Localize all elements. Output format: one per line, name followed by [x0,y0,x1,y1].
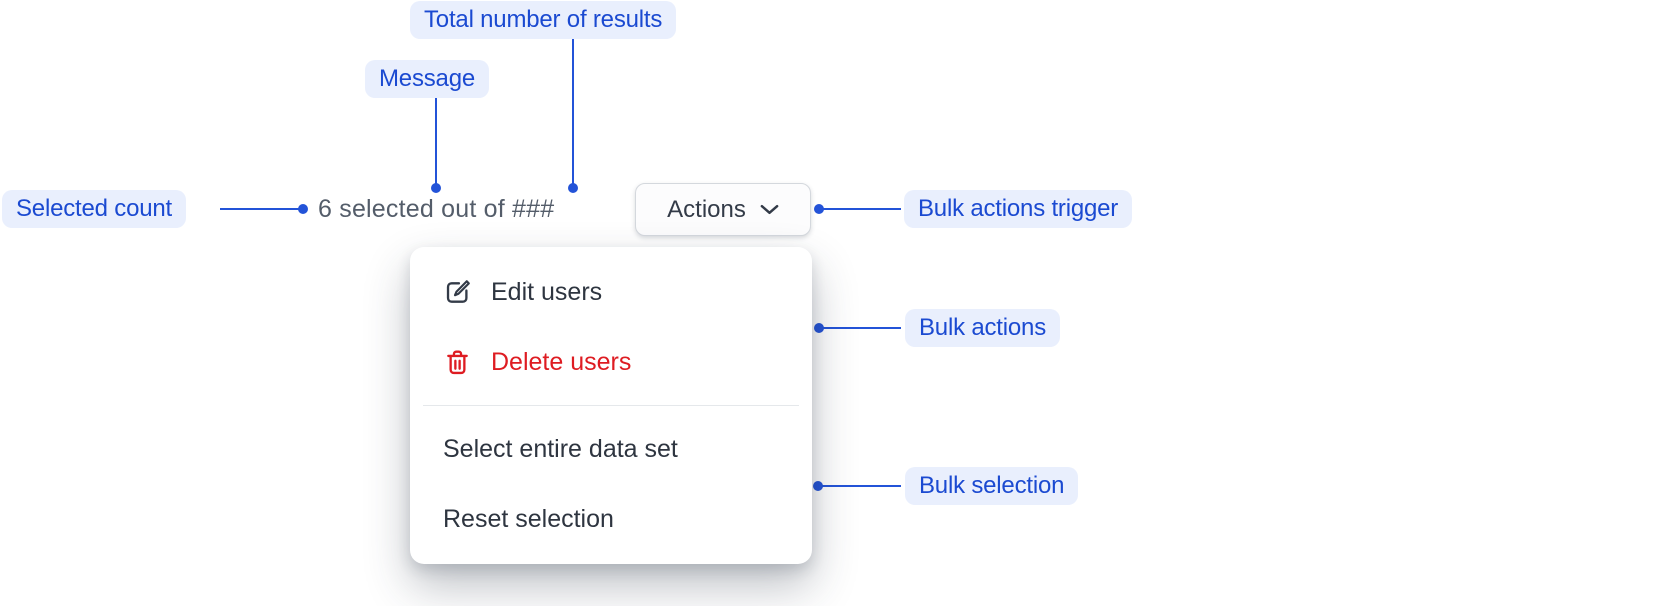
connector-dot-total-results [568,183,578,193]
selected-count-message: 6 selected out of ### [318,195,555,223]
menu-item-label: Reset selection [443,504,614,533]
edit-icon [443,278,472,307]
annotation-message: Message [365,60,489,98]
connector-line-total-results [572,39,574,184]
annotation-bulk-actions: Bulk actions [905,309,1060,347]
menu-item-label: Delete users [491,347,632,376]
chevron-down-icon [760,204,779,215]
actions-button-label: Actions [667,195,746,223]
connector-dot-selected-count [298,204,308,214]
bulk-actions-menu: Edit users Delete users Select entire da… [410,247,812,564]
menu-item-label: Edit users [491,277,603,306]
menu-item-reset-selection[interactable]: Reset selection [410,484,812,554]
menu-item-label: Select entire data set [443,434,678,463]
menu-item-edit-users[interactable]: Edit users [410,257,812,327]
connector-line-selected-count [220,208,299,210]
menu-item-select-entire-data-set[interactable]: Select entire data set [410,414,812,484]
annotation-total-results: Total number of results [410,1,677,39]
connector-dot-bulk-actions [814,323,824,333]
connector-line-message [435,98,437,184]
connector-dot-bulk-actions-trigger [814,204,824,214]
annotation-bulk-actions-trigger: Bulk actions trigger [904,190,1133,228]
connector-line-bulk-actions [823,327,901,329]
menu-divider [423,405,799,406]
bulk-actions-trigger-button[interactable]: Actions [635,183,811,236]
connector-line-bulk-actions-trigger [823,208,901,210]
connector-dot-message [431,183,441,193]
annotation-selected-count: Selected count [2,190,186,228]
connector-dot-bulk-selection [813,481,823,491]
trash-icon [443,348,472,377]
connector-line-bulk-selection [822,485,901,487]
menu-item-delete-users[interactable]: Delete users [410,327,812,397]
annotation-bulk-selection: Bulk selection [905,467,1079,505]
